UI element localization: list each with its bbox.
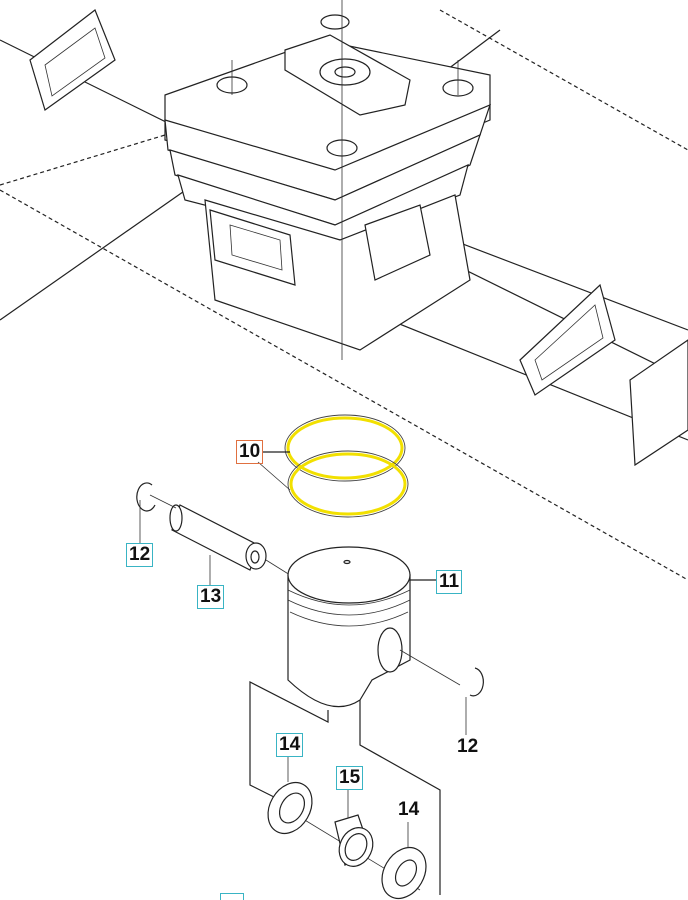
callout-15[interactable]: 15: [336, 766, 364, 790]
callout-10[interactable]: 10: [236, 440, 264, 464]
callout-14-left[interactable]: 14: [276, 733, 304, 757]
thrust-washer-left: [267, 781, 313, 835]
piston-pin: [169, 504, 267, 571]
gasket-left: [29, 9, 116, 111]
callout-12-right[interactable]: 12: [457, 736, 479, 757]
callout-12-left[interactable]: 12: [126, 543, 154, 567]
circlip-left: [136, 482, 156, 512]
callout-partial[interactable]: [220, 893, 244, 900]
piston: [287, 546, 411, 708]
axis-line: [0, 189, 688, 581]
callout-11[interactable]: 11: [436, 570, 463, 594]
axis-line: [439, 9, 688, 151]
thrust-washer-right: [381, 846, 427, 900]
muffler-part: [629, 339, 688, 467]
circlip-right: [469, 667, 484, 697]
callout-13[interactable]: 13: [197, 585, 225, 609]
needle-bearing: [334, 814, 374, 867]
callout-14-right[interactable]: 14: [398, 799, 420, 820]
gasket-right: [519, 283, 616, 396]
piston-rings[interactable]: [284, 414, 409, 518]
cylinder: [164, 0, 491, 360]
